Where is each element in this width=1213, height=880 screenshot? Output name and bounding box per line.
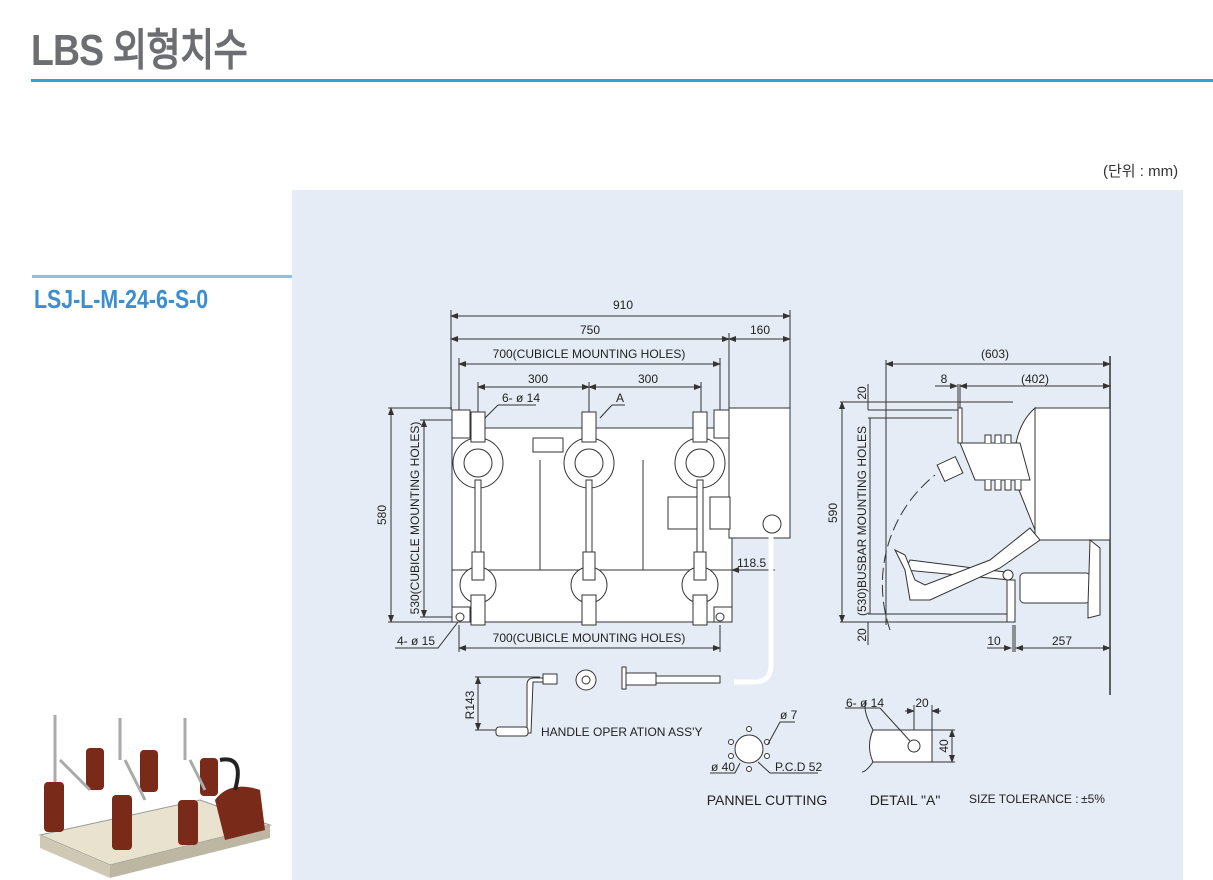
handle-radius: R143 [463,690,477,719]
product-photo [38,715,272,878]
cutting-hole: ø 7 [780,708,798,722]
model-name: LSJ-L-M-24-6-S-0 [34,284,209,314]
cutting-label: PANNEL CUTTING [707,792,828,808]
dim-mount-top: 700(CUBICLE MOUNTING HOLES) [493,347,686,361]
cutting-pcd: P.C.D 52 [775,760,822,774]
side-dim-plate: 10 [987,634,1001,648]
detail-height: 40 [937,739,951,753]
holes-bottom: 4- ø 15 [397,634,435,648]
side-dim-busbar: (530)BUSBAR MOUNTING HOLES [855,426,869,616]
cutting-diameter: ø 40 [711,760,735,774]
side-dim-offset: 8 [941,372,948,386]
side-dim-top: 20 [855,386,869,400]
handle-assembly: R143 HANDLE OPER ATION ASS'Y [463,666,721,739]
side-dim-height: 590 [826,503,840,523]
dim-cable: 118.5 [737,556,766,570]
dim-mount-vert: 530(CUBICLE MOUNTING HOLES) [408,422,422,615]
detail-holes: 6- ø 14 [846,696,884,710]
detail-ref: A [616,391,624,405]
side-dim-box-depth: (402) [1021,372,1049,386]
holes-top: 6- ø 14 [502,391,540,405]
tolerance-value: ±5% [1081,792,1105,806]
detail-label: DETAIL "A" [870,792,941,808]
dim-mount-bottom: 700(CUBICLE MOUNTING HOLES) [493,631,686,645]
front-view: 910 750 160 700(CUBICLE MOUNTING HOLES) … [375,298,791,685]
handle-label: HANDLE OPER ATION ASS'Y [541,725,702,739]
unit-label: (단위 : mm) [1103,163,1179,180]
page-title: LBS 외형치수 [31,26,248,75]
detail-width: 20 [915,696,929,710]
side-dim-bottom: 20 [855,628,869,642]
dim-overall: 910 [613,298,633,312]
dim-pitch-left: 300 [528,372,548,386]
title-divider [31,79,1213,82]
side-dim-depth: (603) [981,347,1009,361]
dim-pitch-right: 300 [638,372,658,386]
panel-cutting: ø 7 ø 40 P.C.D 52 PANNEL CUTTING [707,708,828,808]
dim-box: 160 [750,323,770,337]
detail-a: 6- ø 14 20 40 DETAIL "A" [845,696,955,808]
tolerance-label: SIZE TOLERANCE : [969,792,1079,806]
side-view: (603) 8 (402) 20 590 (530)BUSBAR MOUNTIN… [826,347,1111,695]
dim-height: 580 [375,505,389,525]
dim-body: 750 [580,323,600,337]
model-divider [32,275,292,278]
phase-assemblies [452,411,726,626]
side-dim-rear: 257 [1052,634,1072,648]
size-tolerance: SIZE TOLERANCE : ±5% [969,792,1105,806]
